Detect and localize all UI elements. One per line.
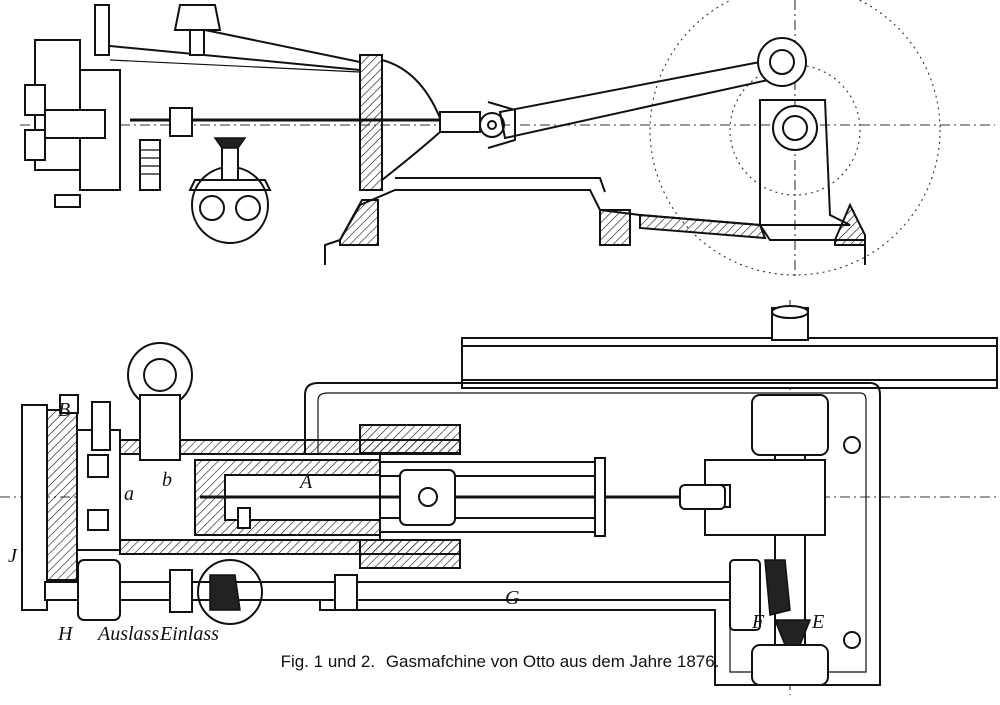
flywheel-outline	[649, 0, 941, 276]
shaft-end-face	[771, 305, 809, 319]
governor-crown	[188, 179, 272, 191]
cam-H	[77, 559, 121, 621]
fig2-plan-view: A B a b J H G F E Auslass Einlass	[0, 300, 1000, 695]
bevel-gear-E	[773, 619, 812, 646]
crankshaft-bore	[782, 115, 808, 141]
slide-plate-J	[21, 404, 48, 611]
drip-cup	[54, 194, 81, 208]
bed-rail	[395, 177, 606, 193]
label-a: a	[124, 483, 134, 505]
connecting-rod	[498, 60, 770, 140]
label-E: E	[811, 611, 824, 633]
cam-einlass	[169, 569, 193, 613]
top-rod-3	[109, 59, 361, 73]
cylinder-flange-bottom	[359, 539, 461, 569]
bevel-gear-F	[764, 559, 791, 616]
bed-section-left	[339, 199, 379, 246]
crosshead-pin	[479, 112, 505, 138]
rod-big-end	[679, 484, 726, 510]
label-F: F	[751, 611, 765, 633]
crosshead-pin-center	[487, 120, 497, 130]
caption-title: Gasmafchine von Otto aus dem Jahre 1876.	[385, 652, 720, 671]
shaft-bearing	[334, 574, 358, 611]
label-einlass: Einlass	[159, 623, 219, 645]
shaft-gear-housing	[729, 559, 761, 631]
base-frame	[324, 189, 866, 265]
governor-spring	[139, 139, 161, 191]
gear-collar	[169, 107, 193, 137]
label-b: b	[162, 469, 172, 491]
valve-ring-inner	[143, 358, 177, 392]
crank-circle	[729, 64, 861, 196]
crank-big-end-bore	[769, 49, 795, 75]
guide-end-plate	[594, 457, 606, 537]
governor-bevel	[209, 574, 241, 611]
bevel-gear-top	[213, 137, 247, 149]
caption-figure-numbers: Fig. 1 und 2.	[280, 652, 376, 671]
label-H: H	[57, 623, 74, 645]
crosshead	[399, 469, 456, 526]
label-J: J	[8, 545, 18, 567]
label-B: B	[58, 399, 70, 421]
bolt-B	[59, 394, 79, 414]
frame-bolt-1	[843, 436, 861, 454]
governor-ball-right	[235, 195, 261, 221]
oil-pipe	[94, 4, 110, 56]
lubricator-cup	[173, 4, 222, 31]
rod-fork	[487, 101, 516, 149]
top-rod-1	[99, 44, 361, 71]
frame-inner	[317, 392, 867, 673]
crosshead-wristpin	[418, 487, 438, 507]
crosshead-guide	[439, 111, 481, 133]
valve-cap-upper	[24, 84, 46, 116]
governor-ball-left	[199, 195, 225, 221]
port-a	[87, 454, 109, 478]
side-shaft-G	[44, 581, 736, 601]
crankshaft-journal	[772, 105, 818, 151]
top-rod-2	[204, 29, 361, 63]
label-A: A	[298, 471, 313, 493]
crank-big-end	[757, 37, 807, 87]
slide-valve	[44, 109, 106, 139]
crank-pedestal	[759, 99, 851, 226]
frame-outline	[304, 382, 881, 686]
figure-caption: Fig. 1 und 2. Gasmafchine von Otto aus d…	[0, 652, 1000, 672]
bed-section-mid	[599, 209, 631, 246]
valve-cap-lower	[24, 129, 46, 161]
spring-housing	[91, 401, 111, 451]
label-G: G	[505, 587, 520, 609]
piston-pin	[237, 507, 251, 529]
fig1-side-elevation	[20, 0, 995, 280]
cylinder-flange-top	[359, 424, 461, 454]
valve-pot-b	[139, 394, 181, 461]
bed-section-right	[639, 213, 767, 240]
label-auslass: Auslass	[96, 623, 159, 645]
port-lower	[87, 509, 109, 531]
main-bearing-top	[751, 394, 829, 456]
lubricator-stem	[189, 29, 205, 56]
valve-face	[46, 409, 78, 581]
cylinder-flange	[359, 54, 383, 191]
governor-gear	[197, 559, 263, 625]
frame-bolt-2	[843, 631, 861, 649]
